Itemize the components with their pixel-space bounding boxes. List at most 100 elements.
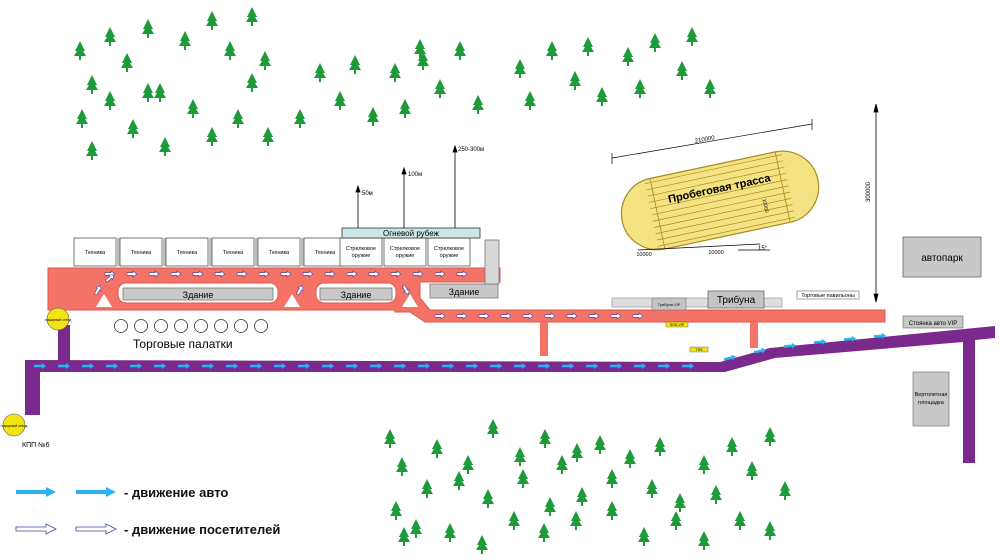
car-arrow [226, 363, 238, 369]
stands-label: Трибуна [717, 294, 756, 306]
garage [211, 237, 255, 267]
tree-south [444, 523, 456, 542]
vip-parking [902, 315, 964, 329]
tree-south [482, 489, 494, 508]
building-2-label: Здание [341, 290, 372, 300]
shooting-range [339, 237, 383, 267]
garage [73, 237, 117, 267]
tree-north [314, 63, 326, 82]
car-arrow [723, 354, 736, 361]
car-arrow [514, 363, 526, 369]
track-width: 10000 [761, 198, 770, 213]
visitor-arrow [214, 270, 226, 278]
car-arrow [274, 363, 286, 369]
garage-label: Техника [177, 250, 198, 256]
tree-south [538, 523, 550, 542]
vertical-distance: 300000 [866, 181, 872, 202]
car-arrow [586, 363, 598, 369]
car-arrow [873, 332, 886, 339]
race-track: Пробеговая трасса 210000 10000 10000 100… [611, 119, 820, 258]
tree-north [259, 51, 271, 70]
visitor-arrow [588, 312, 600, 320]
car-arrow [538, 363, 550, 369]
tree-north [349, 55, 361, 74]
tree-south [606, 501, 618, 520]
tree-south [638, 527, 650, 546]
tree-south [570, 511, 582, 530]
tree-south [779, 481, 791, 500]
car-arrow [490, 363, 502, 369]
visitor-arrow [500, 312, 512, 320]
garage [165, 237, 209, 267]
garage-label: Техника [223, 250, 244, 256]
car-arrow [783, 342, 796, 349]
tree-south [710, 485, 722, 504]
visitor-arrow [170, 270, 182, 278]
tree-south [453, 471, 465, 490]
visitor-movement-arrows [93, 270, 644, 320]
distance-50: 50м [362, 191, 373, 197]
tree-north [142, 19, 154, 38]
tree-south [396, 457, 408, 476]
building-3 [429, 283, 499, 299]
visitor-arrow [295, 285, 304, 296]
tree-north [154, 83, 166, 102]
track-seg-right: 10000 [708, 250, 723, 256]
visitor-road-path [25, 326, 995, 463]
building-3-label: Здание [449, 287, 480, 297]
trading-pavilions-label: Торговые павильоны [801, 293, 855, 299]
tree-north [104, 27, 116, 46]
tree-south [726, 437, 738, 456]
legend-auto-icon [16, 487, 116, 497]
visitor-arrow [346, 270, 358, 278]
tree-south [556, 455, 568, 474]
tent [234, 319, 248, 333]
track-lanes [644, 154, 796, 247]
tree-south [624, 449, 636, 468]
autopark-label: автопарк [921, 253, 963, 264]
tree-south [734, 511, 746, 530]
autopark [902, 236, 982, 278]
tree-north [434, 79, 446, 98]
tree-north [127, 119, 139, 138]
badge-small-2: TSS [696, 348, 703, 352]
tree-north [546, 41, 558, 60]
tree-south [410, 519, 422, 538]
road-connector-2 [750, 322, 758, 348]
tree-south [431, 439, 443, 458]
tree-south [514, 447, 526, 466]
tent [154, 319, 168, 333]
visitor-arrow [324, 270, 336, 278]
car-arrow [370, 363, 382, 369]
fire-stand-top-label: пожарный стенд [45, 318, 72, 322]
car-arrow [442, 363, 454, 369]
tree-north [76, 109, 88, 128]
tree-south [746, 461, 758, 480]
tree-south [487, 419, 499, 438]
legend-visitors: - движение посетителей [14, 517, 344, 541]
small-badges: SOS-VIP TSS [665, 321, 709, 353]
garage [303, 237, 347, 267]
tree-south [539, 429, 551, 448]
buildings: Здание Здание Здание [122, 239, 500, 301]
car-arrow [106, 363, 118, 369]
visitor-arrow [412, 270, 424, 278]
tree-north [246, 7, 258, 26]
distance-250: 250-300м [458, 147, 484, 153]
visitor-arrow [434, 312, 446, 320]
tree-north [86, 141, 98, 160]
tent [214, 319, 228, 333]
tree-north [104, 91, 116, 110]
car-arrow [250, 363, 262, 369]
visitor-arrow [126, 270, 138, 278]
visitor-road-link [58, 325, 70, 365]
building-1-label: Здание [183, 290, 214, 300]
tent [134, 319, 148, 333]
visitor-arrow [434, 270, 446, 278]
tree-south [398, 527, 410, 546]
fire-stand-bottom-label: пожарный стенд [1, 424, 28, 428]
tree-south [421, 479, 433, 498]
shooting-range [383, 237, 427, 267]
tree-north [524, 91, 536, 110]
